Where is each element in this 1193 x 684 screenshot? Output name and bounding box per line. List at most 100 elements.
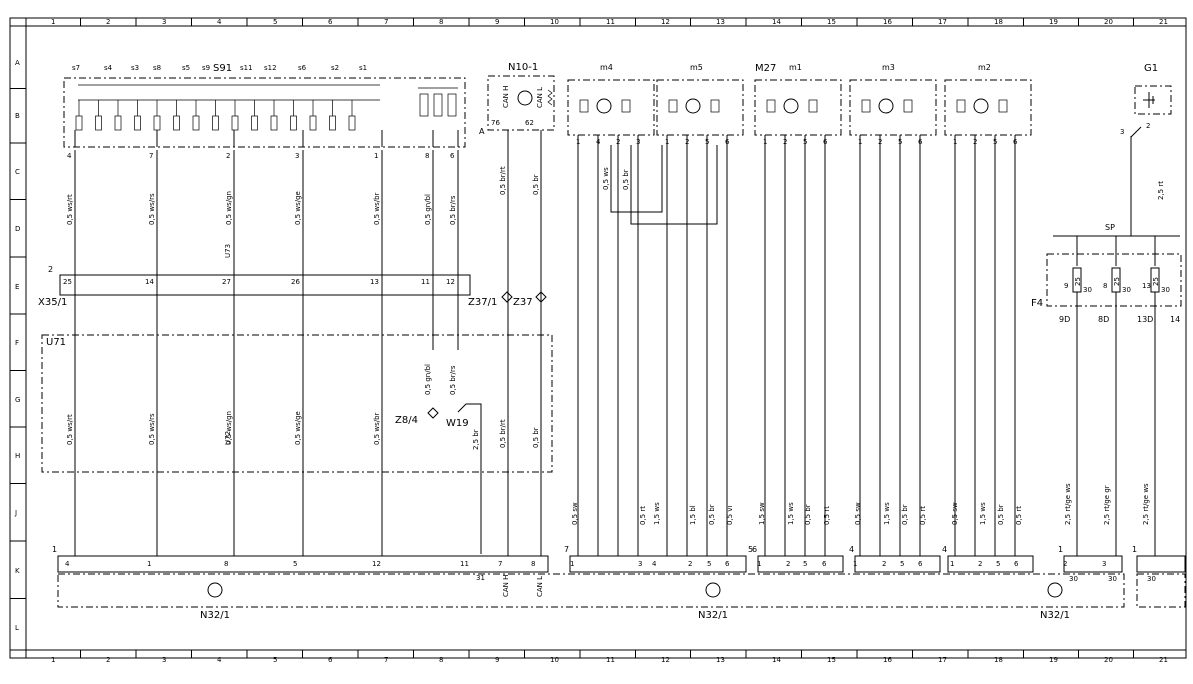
col-label-top: 15 xyxy=(827,18,836,26)
switch-label: s6 xyxy=(298,64,307,72)
row-label: C xyxy=(15,168,20,176)
col-label-bottom: 6 xyxy=(328,656,333,664)
resistor xyxy=(192,115,200,131)
row-label: L xyxy=(15,624,19,632)
switch-label: s12 xyxy=(264,64,277,72)
n32-label-3: N32/1 xyxy=(1040,610,1070,621)
n10-canl: CAN L xyxy=(536,87,544,108)
col-label-top: 11 xyxy=(606,18,615,26)
col-label-top: 19 xyxy=(1049,18,1058,26)
connector-pin: 5 xyxy=(900,560,904,568)
lower-wire-label: 0,5 ws/ge xyxy=(294,411,302,445)
fuse-name: 8D xyxy=(1098,315,1109,324)
connector-pin: 1 xyxy=(147,560,151,568)
n10-lower-wire-label: 0,5 br xyxy=(532,427,540,448)
col-label-bottom: 17 xyxy=(938,656,947,664)
diode-resistor xyxy=(447,93,457,117)
x35-num: 2 xyxy=(48,265,53,274)
connector-pin: 2 xyxy=(882,560,886,568)
col-label-top: 4 xyxy=(217,18,222,26)
x35-pin: 25 xyxy=(63,278,72,286)
resistor-icon xyxy=(808,99,818,113)
fuse-val: 25 xyxy=(1113,277,1121,286)
col-label-top: 8 xyxy=(439,18,443,26)
resistor xyxy=(309,115,317,131)
resistor xyxy=(348,115,356,131)
row-label: G xyxy=(15,396,20,404)
s91-box xyxy=(63,77,466,148)
battery-icon xyxy=(1143,92,1155,108)
z37-1-label: Z37/1 xyxy=(468,297,497,308)
n10-box xyxy=(487,75,555,131)
connector-pin: 1 xyxy=(757,560,761,568)
switch-label: s3 xyxy=(131,64,139,72)
bottom-wire-label: 2,5 rt/ge ws xyxy=(1064,483,1072,525)
connector-num: 4 xyxy=(942,545,947,554)
s91-pin-label: 4 xyxy=(67,152,72,160)
s91-pin-label: 7 xyxy=(149,152,153,160)
u71-label: U71 xyxy=(46,337,66,348)
n10-pin-b: 62 xyxy=(525,119,534,127)
resistor-icon xyxy=(998,99,1008,113)
s91-wire-label: 0,5 ws/br xyxy=(373,192,381,225)
lower-wire-label: 0,5 ws/gn xyxy=(225,411,233,445)
block6-out: 30 xyxy=(1069,575,1078,583)
col-label-bottom: 11 xyxy=(606,656,615,664)
col-label-top: 16 xyxy=(883,18,892,26)
connector-pin: 12 xyxy=(372,560,381,568)
resistor-icon xyxy=(903,99,913,113)
f4-label: F4 xyxy=(1031,298,1043,309)
bottom-wire-label: 0,5 br xyxy=(708,504,716,525)
resistor xyxy=(231,115,239,131)
s91-pin-label: 2 xyxy=(226,152,230,160)
motor-icon xyxy=(878,98,894,114)
g1-pin3: 3 xyxy=(1120,128,1124,136)
connector-pin: 5 xyxy=(803,560,807,568)
resistor xyxy=(290,115,297,131)
col-label-top: 14 xyxy=(772,18,781,26)
connector-pin: 2 xyxy=(978,560,982,568)
sensor-icon xyxy=(766,99,776,113)
row-label: J xyxy=(14,509,17,517)
s91-internals xyxy=(75,84,458,131)
bottom-wire-label: 1,5 ws xyxy=(787,502,795,525)
bottom-wire-label: 0,5 br xyxy=(901,504,909,525)
bottom-wire-label: 0,5 rt xyxy=(1015,506,1023,525)
s91-wire-label: 0,5 gn/bl xyxy=(424,194,432,225)
col-label-bottom: 10 xyxy=(550,656,559,664)
connector-num: 1 xyxy=(1058,545,1063,554)
resistor xyxy=(134,115,141,131)
fuse-out: 30 xyxy=(1083,286,1092,294)
col-label-bottom: 20 xyxy=(1104,656,1113,664)
s91-pin-label: 3 xyxy=(295,152,299,160)
motor-box xyxy=(656,79,744,136)
bottom-canl: CAN L xyxy=(536,576,544,597)
col-label-bottom: 15 xyxy=(827,656,836,664)
z8-label: Z8/4 xyxy=(395,415,418,426)
fuse-top: 9 xyxy=(1064,282,1068,290)
g1-box xyxy=(1134,85,1172,115)
switch-label: s2 xyxy=(331,64,339,72)
connector-pin: 5 xyxy=(996,560,1000,568)
n10-pin-a: 76 xyxy=(491,119,500,127)
row-label: B xyxy=(15,112,20,120)
bottom-canh: CAN H xyxy=(502,575,510,597)
connector-pin: 2 xyxy=(1063,560,1067,568)
row-label: E xyxy=(15,283,19,291)
u72-label: U72 xyxy=(224,431,232,445)
switch-label: s5 xyxy=(182,64,190,72)
s91-label: S91 xyxy=(213,63,232,74)
g1-pin2: 2 xyxy=(1146,122,1150,130)
connector-pin: 6 xyxy=(822,560,827,568)
switch-label: s11 xyxy=(240,64,253,72)
bottom-wire-label: 0,5 sw xyxy=(951,502,959,525)
block6-out: 30 xyxy=(1108,575,1117,583)
motor-box xyxy=(567,79,655,136)
n10-wire-label: 0,5 br/rt xyxy=(499,166,507,195)
